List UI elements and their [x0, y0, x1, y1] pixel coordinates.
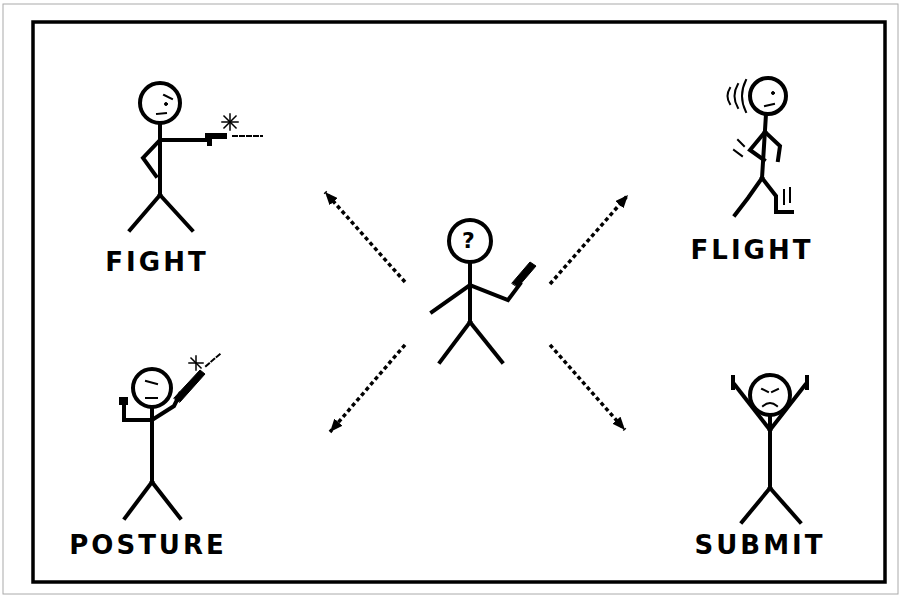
flight-figure [762, 178, 792, 212]
flight-figure [762, 114, 766, 178]
flight-figure [750, 78, 786, 114]
flight-figure [765, 132, 780, 160]
flight-figure [738, 140, 744, 146]
posture-figure [124, 404, 152, 420]
flight-figure [742, 80, 746, 112]
posture-figure [119, 397, 128, 405]
flight-figure [735, 84, 739, 108]
posture-figure [206, 354, 220, 366]
figure-label: SUBMIT [695, 532, 826, 558]
submit-figure [763, 403, 777, 406]
flight-figure [734, 150, 742, 156]
fight-figure [160, 138, 210, 142]
fight-figure [207, 138, 212, 146]
center-figure [468, 262, 472, 322]
fight-figure [164, 95, 172, 99]
fight-figure [160, 195, 192, 230]
center-figure [449, 220, 491, 262]
posture-figure [152, 482, 180, 518]
submit-figure [770, 488, 800, 522]
figure-label: FIGHT [105, 249, 208, 275]
submit-figure-node: SUBMIT [625, 372, 830, 562]
posture-figure [125, 482, 152, 518]
flight-figure [789, 188, 791, 202]
fight-figure [224, 116, 236, 128]
posture-figure [191, 358, 201, 368]
dotted-arrow [550, 345, 625, 430]
submit-figure [762, 389, 768, 392]
submit-figure [735, 385, 770, 430]
submit-figure [772, 389, 778, 392]
posture-figure [189, 356, 203, 370]
flight-figure [772, 92, 775, 95]
center-figure [512, 262, 536, 287]
posture-figure [119, 354, 220, 518]
center-figure [432, 285, 470, 312]
fight-figure-node: FIGHT [100, 78, 325, 283]
dotted-arrow [330, 345, 405, 432]
fight-figure [224, 116, 236, 128]
head-mark: ? [462, 230, 478, 252]
flight-figure-node: FLIGHT [628, 75, 818, 270]
posture-figure [146, 397, 157, 399]
submit-figure [731, 377, 735, 388]
posture-figure [133, 369, 171, 407]
center-figure [470, 284, 520, 300]
posture-figure [174, 370, 205, 402]
center-figure [470, 322, 502, 362]
fight-figure [222, 114, 238, 130]
submit-figure [733, 375, 807, 522]
submit-figure [742, 488, 770, 522]
fight-figure [130, 83, 262, 230]
figure-label: POSTURE [69, 532, 227, 558]
fight-figure [165, 103, 168, 106]
outer-frame [3, 4, 898, 594]
center-figure-node: ? [405, 212, 550, 372]
posture-figure [146, 381, 157, 384]
dotted-arrow [325, 192, 405, 282]
flight-figure [765, 104, 774, 106]
fight-figure [143, 140, 160, 176]
flight-figure [728, 88, 731, 104]
flight-figure [735, 178, 762, 215]
fight-figure [157, 113, 166, 114]
fight-figure [158, 123, 162, 195]
posture-figure-node: POSTURE [60, 355, 330, 562]
dotted-arrow [550, 195, 628, 284]
fight-figure [130, 195, 160, 230]
flight-figure [783, 190, 785, 204]
center-figure [440, 322, 470, 362]
inner-frame [33, 22, 885, 582]
fight-figure [140, 83, 180, 123]
submit-figure [805, 377, 809, 388]
center-figure [432, 220, 536, 362]
flight-figure [750, 132, 765, 160]
fight-figure [233, 135, 262, 137]
submit-figure [770, 385, 805, 430]
figure-label: FLIGHT [691, 237, 814, 263]
flight-figure [728, 78, 793, 215]
